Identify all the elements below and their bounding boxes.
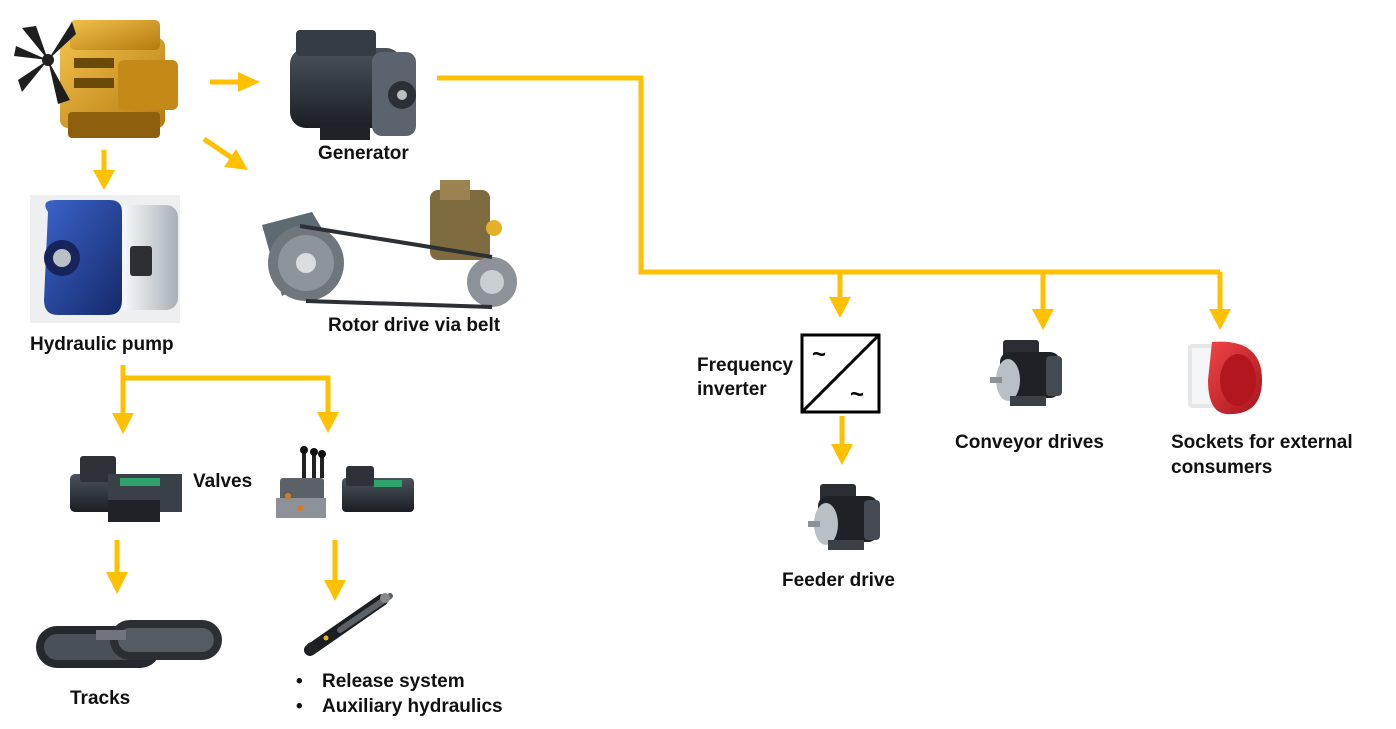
release-system-label: Release system — [322, 671, 465, 692]
bullet-auxiliary-hydraulics: • — [296, 696, 303, 717]
valves-label: Valves — [193, 471, 252, 492]
generator-output-line — [437, 75, 1220, 275]
arrow-pump — [93, 170, 115, 190]
arrow-inverter — [829, 297, 851, 318]
bullet-release-system: • — [296, 671, 303, 692]
auxiliary-hydraulics-label: Auxiliary hydraulics — [322, 696, 503, 717]
valve-bank-icon — [276, 446, 326, 518]
arrow-rotor — [224, 149, 248, 170]
arrow-cylinder — [324, 580, 346, 601]
connector-lines — [101, 75, 1223, 584]
belt-drive-icon — [262, 180, 517, 309]
diesel-engine-icon — [14, 20, 178, 138]
inverter-input-symbol: ~ — [812, 341, 826, 368]
generator-label: Generator — [318, 143, 409, 164]
arrow-sockets — [1209, 309, 1231, 330]
hydraulic-pump-icon — [30, 195, 180, 323]
rotor-drive-label: Rotor drive via belt — [328, 315, 501, 336]
engine-to-rotor-line — [202, 136, 234, 161]
conveyor-drives-label: Conveyor drives — [955, 432, 1104, 453]
arrow-feeder — [831, 444, 853, 465]
solenoid-valve-icon — [70, 456, 182, 522]
solenoid-valve-icon — [342, 466, 414, 512]
frequency-inverter-label-line-1: Frequency — [697, 355, 794, 376]
sockets-label-line-1: Sockets for external — [1171, 432, 1353, 453]
generator-icon — [290, 30, 416, 140]
arrow-tracks — [106, 572, 128, 594]
electric-motor-icon — [990, 340, 1062, 406]
electric-motor-icon — [808, 484, 880, 550]
feeder-drive-label: Feeder drive — [782, 570, 895, 591]
hydraulic-cylinder-icon — [304, 593, 393, 656]
frequency-inverter-icon: ~ ~ — [800, 333, 881, 414]
sockets-label-line-2: consumers — [1171, 457, 1272, 478]
inverter-output-symbol: ~ — [850, 381, 864, 408]
arrow-generator — [238, 72, 260, 92]
arrow-right-valve — [317, 412, 339, 433]
power-socket-icon — [1188, 341, 1262, 415]
pump-output-line — [120, 365, 331, 417]
track-undercarriage-icon — [36, 620, 222, 668]
arrow-conveyor — [1032, 309, 1054, 330]
hydraulic-pump-label: Hydraulic pump — [30, 334, 174, 355]
arrow-left-valve — [112, 413, 134, 434]
frequency-inverter-label-line-2: inverter — [697, 379, 767, 400]
arrow-heads — [93, 72, 1231, 601]
tracks-label: Tracks — [70, 688, 130, 709]
